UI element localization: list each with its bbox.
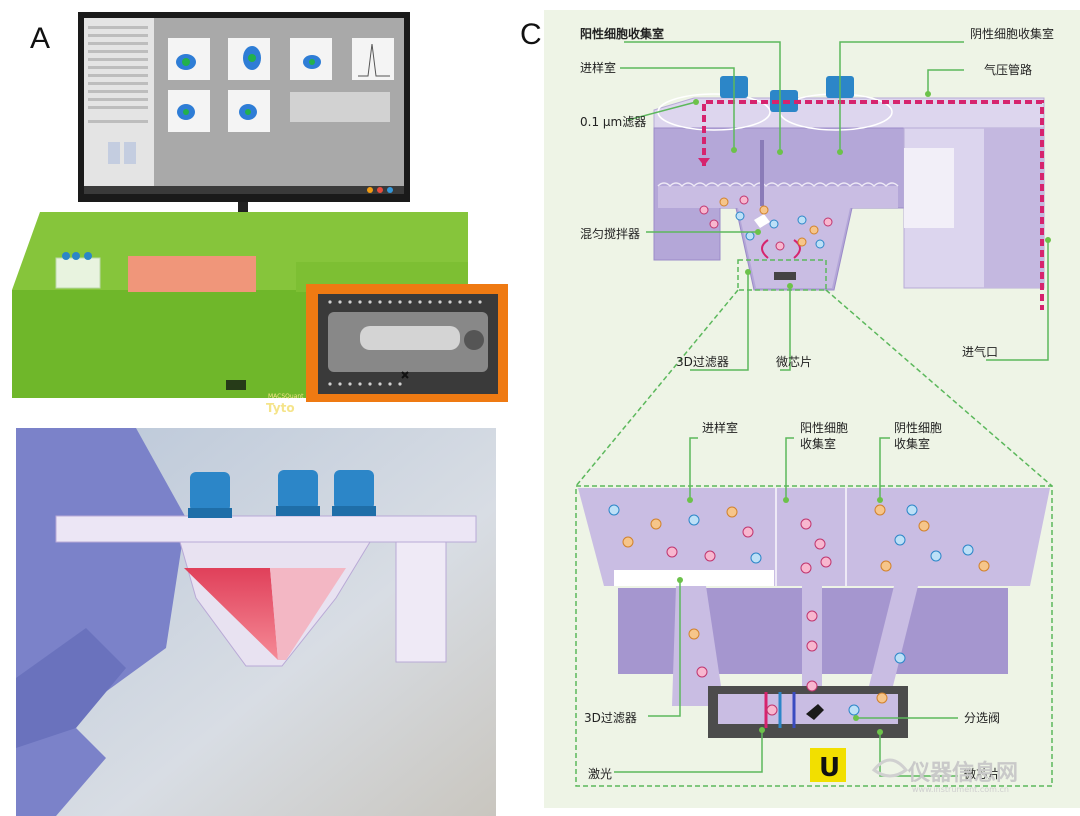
panel-label-a: A (30, 22, 51, 55)
zoomed-chip-view: U (575, 485, 1053, 787)
label-filter: 0.1 μm滤器 (580, 115, 646, 129)
label-sort-valve: 分选阀 (964, 711, 1000, 725)
label-3d-filter-bottom: 3D过滤器 (584, 711, 637, 725)
label-positive-chamber: 阳性细胞收集室 (580, 26, 664, 41)
label-3d-filter-top: 3D过滤器 (676, 355, 729, 369)
cap-positive (278, 470, 318, 510)
cartridge (55, 470, 477, 667)
label-air-inlet: 进气口 (962, 344, 998, 359)
watermark: 仪器信息网 www.instrument.com.cn (871, 758, 1018, 794)
leader-lines-bottom (614, 437, 958, 777)
magnet-u-icon: U (819, 753, 840, 783)
svg-text:仪器信息网: 仪器信息网 (907, 760, 1018, 786)
cap-negative (334, 470, 374, 510)
panel-b-cartridge-photo (16, 428, 496, 816)
label-sample-chamber-bottom: 进样室 (702, 420, 738, 435)
panel-label-c: C (520, 18, 542, 51)
svg-text:www.instrument.com.cn: www.instrument.com.cn (912, 785, 1009, 794)
cap-sample (190, 472, 230, 512)
top-cells (699, 195, 833, 251)
panel-c-schematic: U (544, 10, 1080, 808)
brand-logo: MACSQuant (268, 393, 304, 400)
label-positive-chamber-bottom-2: 收集室 (800, 436, 836, 451)
model-logo: Tyto (266, 401, 295, 415)
sensor-window (128, 256, 256, 292)
screen-plots (168, 38, 394, 132)
label-air-path: 气压管路 (984, 62, 1032, 77)
label-mixer: 混匀搅拌器 (580, 226, 640, 241)
label-positive-chamber-bottom-1: 阳性细胞 (800, 421, 848, 435)
cartridge-on-instrument (55, 252, 101, 289)
label-laser: 激光 (588, 767, 612, 781)
magnet (810, 748, 846, 782)
leader-lines-top (620, 41, 1051, 371)
chip-cells (608, 504, 990, 716)
label-chip-top: 微芯片 (776, 355, 812, 369)
zoom-region (737, 259, 827, 291)
panel-a-instrument-photo: MACSQuant Tyto (12, 12, 508, 415)
label-chip-bottom: 微芯片 (964, 767, 1000, 781)
label-sample-chamber: 进样室 (580, 60, 616, 75)
instrument-body (12, 290, 308, 398)
label-negative-chamber: 阴性细胞收集室 (970, 26, 1054, 41)
label-negative-chamber-bottom-2: 收集室 (894, 436, 930, 451)
label-negative-chamber-bottom-1: 阴性细胞 (894, 421, 942, 435)
air-pressure-path (702, 100, 1044, 310)
